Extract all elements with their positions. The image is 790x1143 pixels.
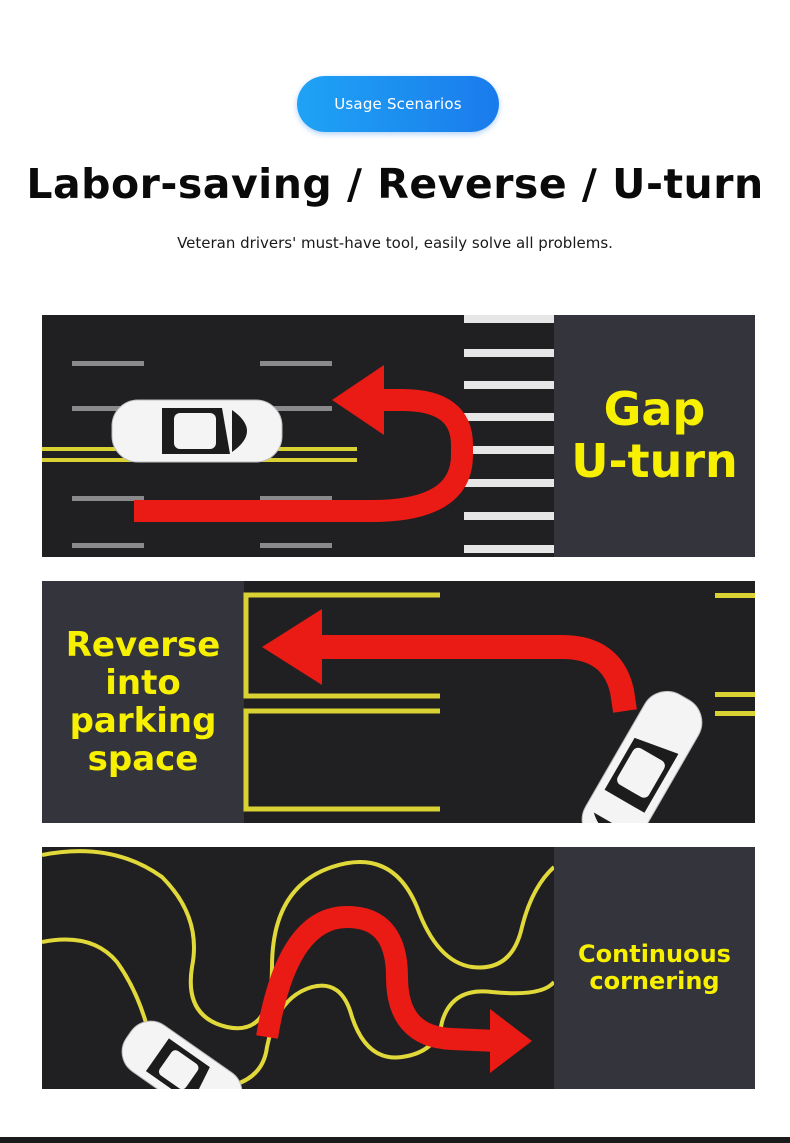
page-title: Labor-saving / Reverse / U-turn bbox=[26, 160, 764, 208]
reverse-parking-label-line4: space bbox=[87, 739, 199, 780]
cornering-road-illustration bbox=[42, 847, 556, 1089]
u-turn-label-line2: U-turn bbox=[571, 434, 738, 488]
badge-label: Usage Scenarios bbox=[334, 95, 462, 113]
u-turn-label-line1: Gap bbox=[603, 382, 706, 437]
reverse-parking-label: Reverse into parking space bbox=[42, 581, 244, 823]
bottom-divider bbox=[0, 1137, 790, 1143]
page-subtitle: Veteran drivers' must-have tool, easily … bbox=[177, 234, 613, 252]
reverse-parking-label-line3: parking bbox=[69, 701, 217, 741]
reverse-parking-label-line1: Reverse bbox=[65, 624, 221, 665]
parking-road-illustration bbox=[243, 581, 755, 823]
scenario-panel-reverse-parking: Reverse into parking space bbox=[42, 581, 755, 823]
continuous-cornering-label-line2: cornering bbox=[589, 967, 720, 995]
continuous-cornering-label-line1: Continuous bbox=[578, 940, 731, 969]
arrow-icon bbox=[490, 1009, 532, 1073]
car-icon bbox=[121, 1020, 243, 1089]
u-turn-road-illustration bbox=[42, 315, 554, 557]
reverse-parking-label-line2: into bbox=[105, 662, 181, 703]
usage-scenarios-badge: Usage Scenarios bbox=[297, 76, 499, 132]
continuous-cornering-label: Continuous cornering bbox=[554, 847, 755, 1089]
car-icon bbox=[581, 690, 703, 823]
arrow-icon bbox=[262, 609, 322, 685]
scenario-panel-u-turn: Gap U-turn bbox=[42, 315, 755, 557]
u-turn-label: Gap U-turn bbox=[554, 315, 755, 557]
car-icon bbox=[111, 399, 283, 463]
arrow-icon bbox=[332, 365, 384, 435]
scenario-panel-continuous-cornering: Continuous cornering bbox=[42, 847, 755, 1089]
